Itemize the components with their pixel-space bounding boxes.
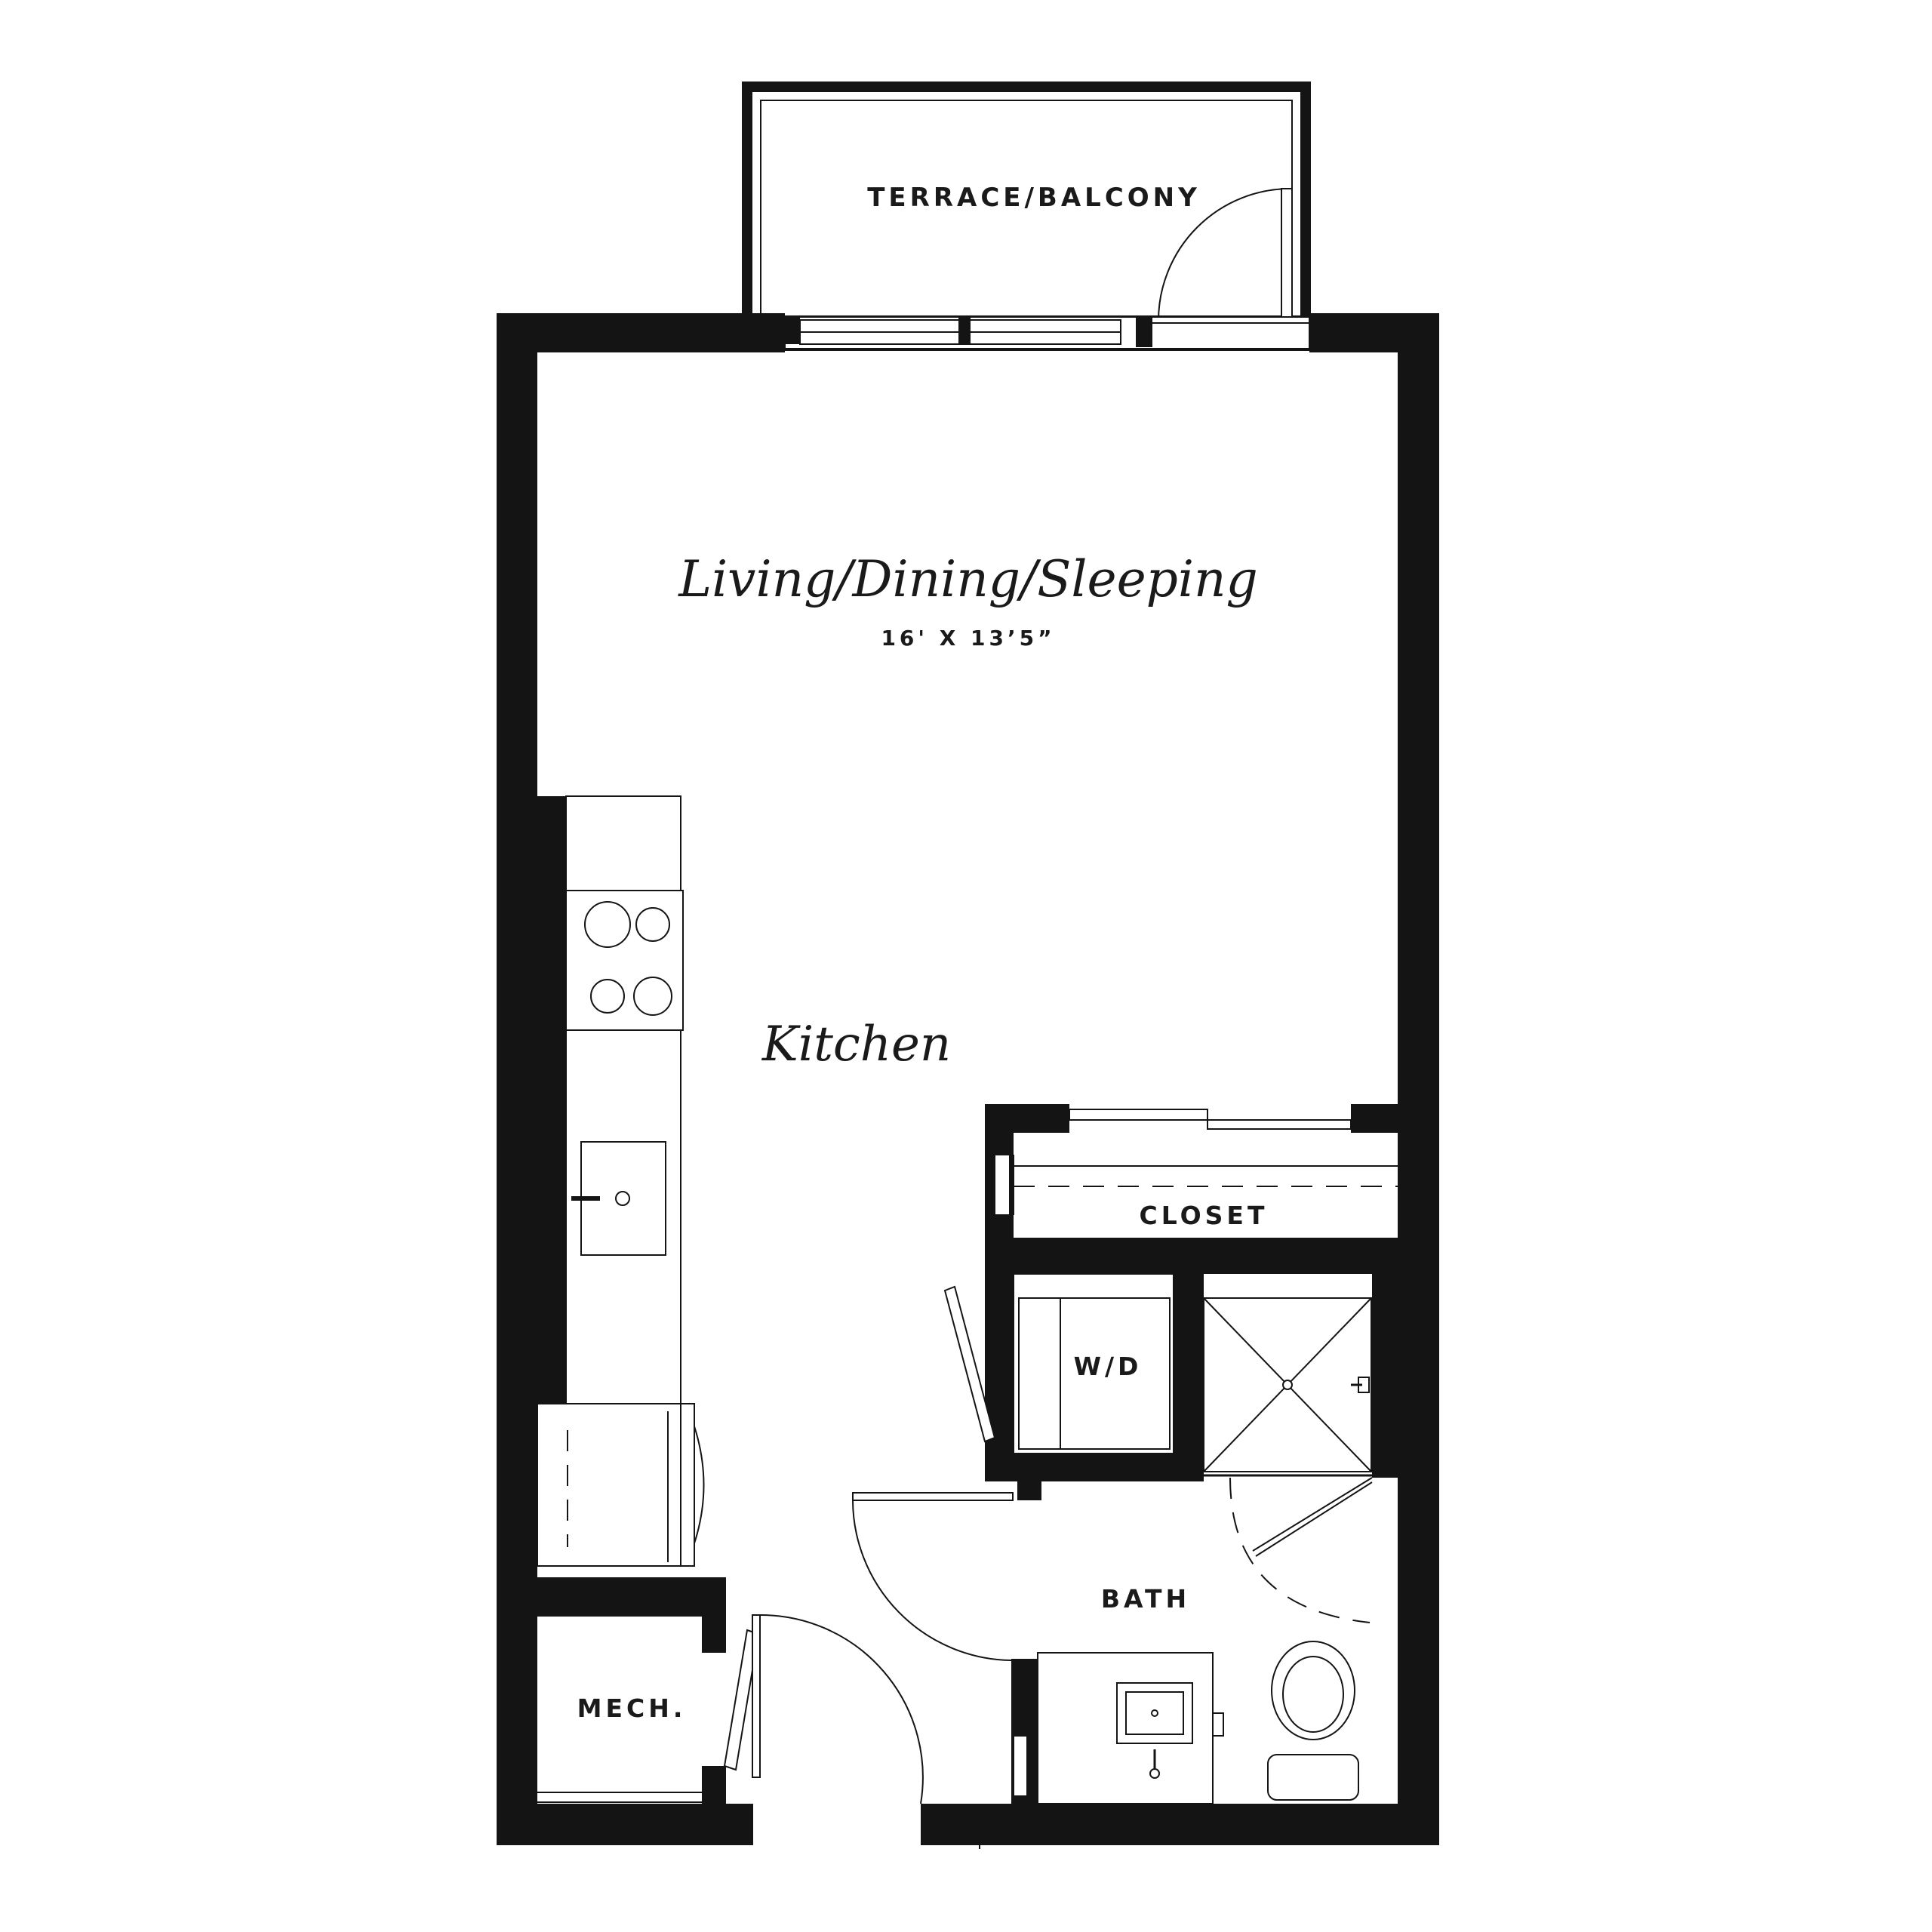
label-living-dimensions: 16' X 13’5” — [881, 626, 1055, 651]
burner-3 — [590, 979, 625, 1014]
bath — [851, 1492, 1359, 1804]
bath-door-swing — [851, 1497, 1012, 1661]
label-kitchen: Kitchen — [761, 1017, 951, 1072]
kitchen-sink — [571, 1141, 666, 1256]
label-bath: BATH — [1101, 1584, 1190, 1614]
label-living: Living/Dining/Sleeping — [678, 550, 1258, 608]
bath-door-leaf — [852, 1492, 1014, 1501]
label-closet: CLOSET — [1140, 1201, 1269, 1230]
burner-2 — [635, 907, 670, 942]
kitchen-counter — [565, 795, 684, 1408]
burner-1 — [584, 901, 631, 948]
wd-bifold-door — [943, 1285, 996, 1443]
entry-door — [758, 1614, 980, 1849]
entry-door-swing — [758, 1614, 924, 1804]
label-mech: MECH. — [577, 1694, 687, 1723]
label-terrace: TERRACE/BALCONY — [867, 183, 1201, 213]
shower — [1203, 1297, 1373, 1623]
terrace-door-swing — [1158, 188, 1291, 321]
mech-room — [537, 1614, 761, 1803]
exterior-walls — [497, 313, 1439, 1845]
label-washer-dryer: W/D — [1074, 1352, 1143, 1381]
range-cooktop — [565, 890, 684, 1031]
closet — [994, 1109, 1398, 1216]
burner-4 — [633, 977, 672, 1016]
interior-walls — [537, 796, 1398, 1845]
toilet — [1267, 1641, 1359, 1801]
stacked-washer-dryer — [943, 1273, 1174, 1454]
bath-vanity-sink — [1037, 1652, 1224, 1804]
sliding-glass-door — [784, 315, 1310, 351]
refrigerator — [537, 1403, 705, 1567]
